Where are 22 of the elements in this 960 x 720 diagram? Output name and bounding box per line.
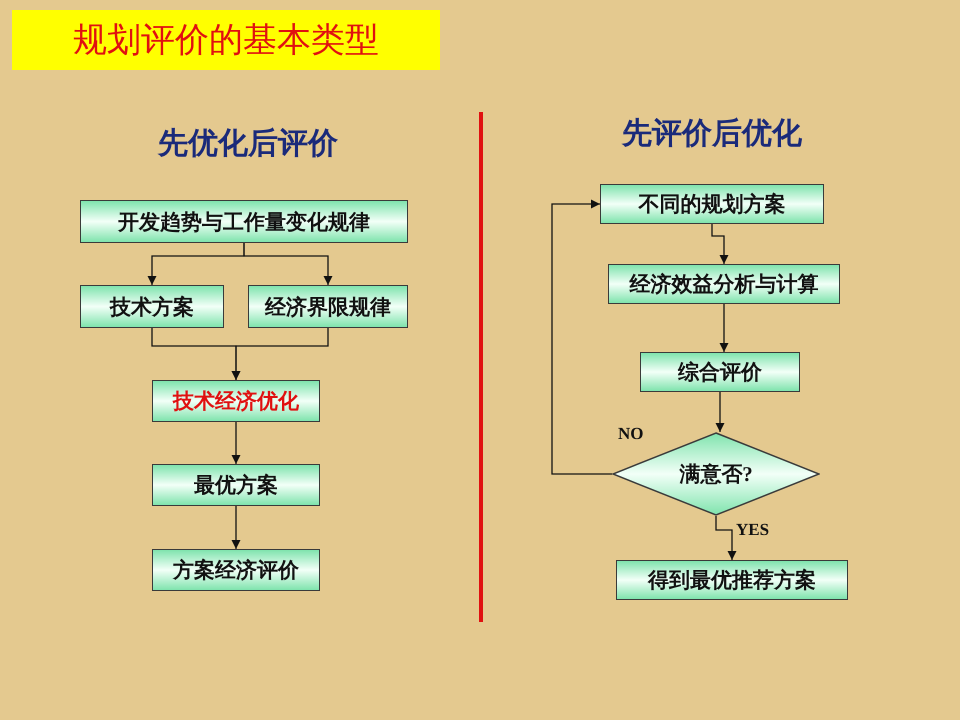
process-box: 技术经济优化 — [152, 380, 320, 422]
arrow — [716, 392, 724, 432]
section-heading: 先优化后评价 — [158, 124, 338, 162]
process-box: 经济界限规律 — [248, 285, 408, 328]
title-banner: 规划评价的基本类型 — [12, 10, 440, 70]
process-box: 最优方案 — [152, 464, 320, 506]
arrow — [551, 200, 612, 475]
process-box: 不同的规划方案 — [600, 184, 824, 224]
arrow — [720, 304, 728, 352]
arrow — [232, 506, 240, 549]
arrow — [715, 516, 736, 560]
process-box: 经济效益分析与计算 — [608, 264, 840, 304]
arrow — [232, 422, 240, 464]
process-box: 得到最优推荐方案 — [616, 560, 848, 600]
process-box: 技术方案 — [80, 285, 224, 328]
process-box: 方案经济评价 — [152, 549, 320, 591]
arrow — [711, 224, 728, 264]
process-box: 综合评价 — [640, 352, 800, 392]
arrow — [232, 328, 329, 380]
process-box: 开发趋势与工作量变化规律 — [80, 200, 408, 243]
arrow — [243, 243, 332, 285]
section-heading: 先评价后优化 — [622, 114, 802, 152]
